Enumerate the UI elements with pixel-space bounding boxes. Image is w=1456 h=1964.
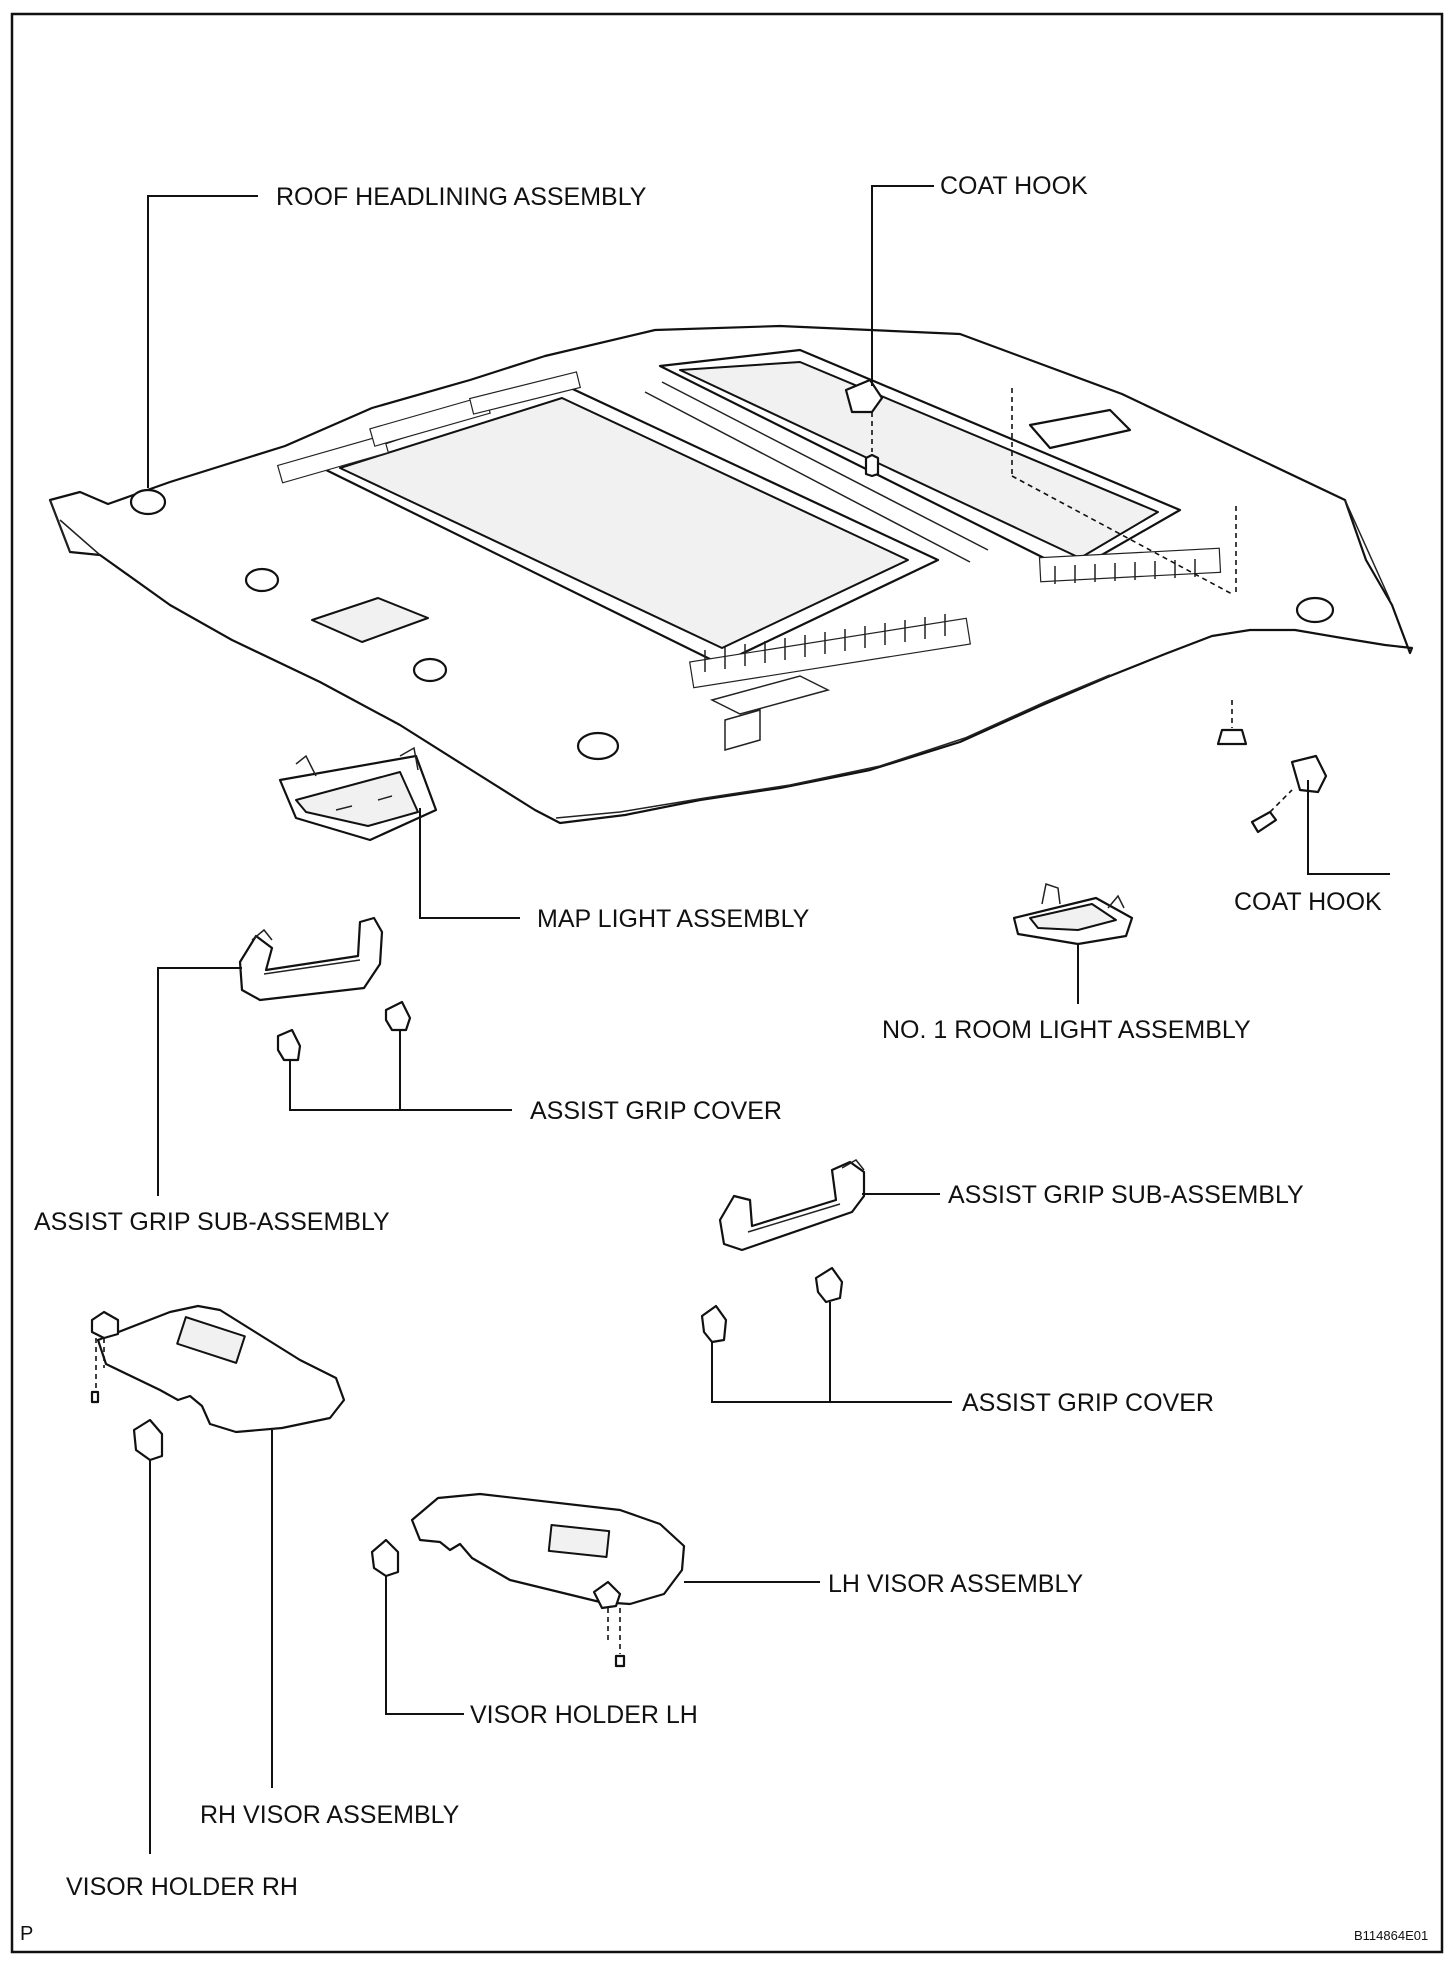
figure-id: B114864E01 (1354, 1928, 1428, 1943)
clip-part (1011, 388, 1248, 746)
label-coat-hook-right: COAT HOOK (1234, 888, 1382, 916)
label-rh-visor-assembly: RH VISOR ASSEMBLY (200, 1801, 460, 1829)
corner-mark: P (20, 1923, 33, 1945)
label-visor-holder-rh: VISOR HOLDER RH (66, 1873, 298, 1901)
label-assist-grip-sub-assembly-right: ASSIST GRIP SUB-ASSEMBLY (948, 1181, 1304, 1209)
label-visor-holder-lh: VISOR HOLDER LH (470, 1701, 698, 1729)
coat-hook-top-part (844, 378, 884, 478)
roof-headlining-assembly (48, 324, 1414, 825)
leader-lines (147, 185, 1390, 1854)
visor-holder-lh-part (370, 1538, 400, 1578)
assist-grip-cover-right-parts (700, 1266, 844, 1344)
room-light-assembly-part (1012, 883, 1134, 946)
visor-holder-rh-part (132, 1418, 164, 1462)
label-roof-headlining-assembly: ROOF HEADLINING ASSEMBLY (276, 183, 647, 211)
rh-visor-assembly-part (90, 1304, 346, 1434)
assist-grip-sub-assembly-left-part (238, 916, 384, 1002)
label-assist-grip-cover-right: ASSIST GRIP COVER (962, 1389, 1214, 1417)
label-lh-visor-assembly: LH VISOR ASSEMBLY (828, 1570, 1084, 1598)
diagram-frame (10, 12, 1444, 1954)
coat-hook-right-part (1250, 754, 1328, 834)
label-coat-hook-top: COAT HOOK (940, 172, 1088, 200)
label-assist-grip-sub-assembly-left: ASSIST GRIP SUB-ASSEMBLY (34, 1208, 390, 1236)
assist-grip-sub-assembly-right-part (718, 1159, 866, 1252)
headlining-grilles (276, 371, 1222, 689)
label-assist-grip-cover-left: ASSIST GRIP COVER (530, 1097, 782, 1125)
lh-visor-assembly-part (410, 1492, 686, 1668)
assist-grip-cover-left-parts (276, 1000, 412, 1062)
label-map-light-assembly: MAP LIGHT ASSEMBLY (537, 905, 810, 933)
map-light-assembly-part (278, 746, 438, 842)
label-no1-room-light-assembly: NO. 1 ROOM LIGHT ASSEMBLY (882, 1016, 1251, 1044)
